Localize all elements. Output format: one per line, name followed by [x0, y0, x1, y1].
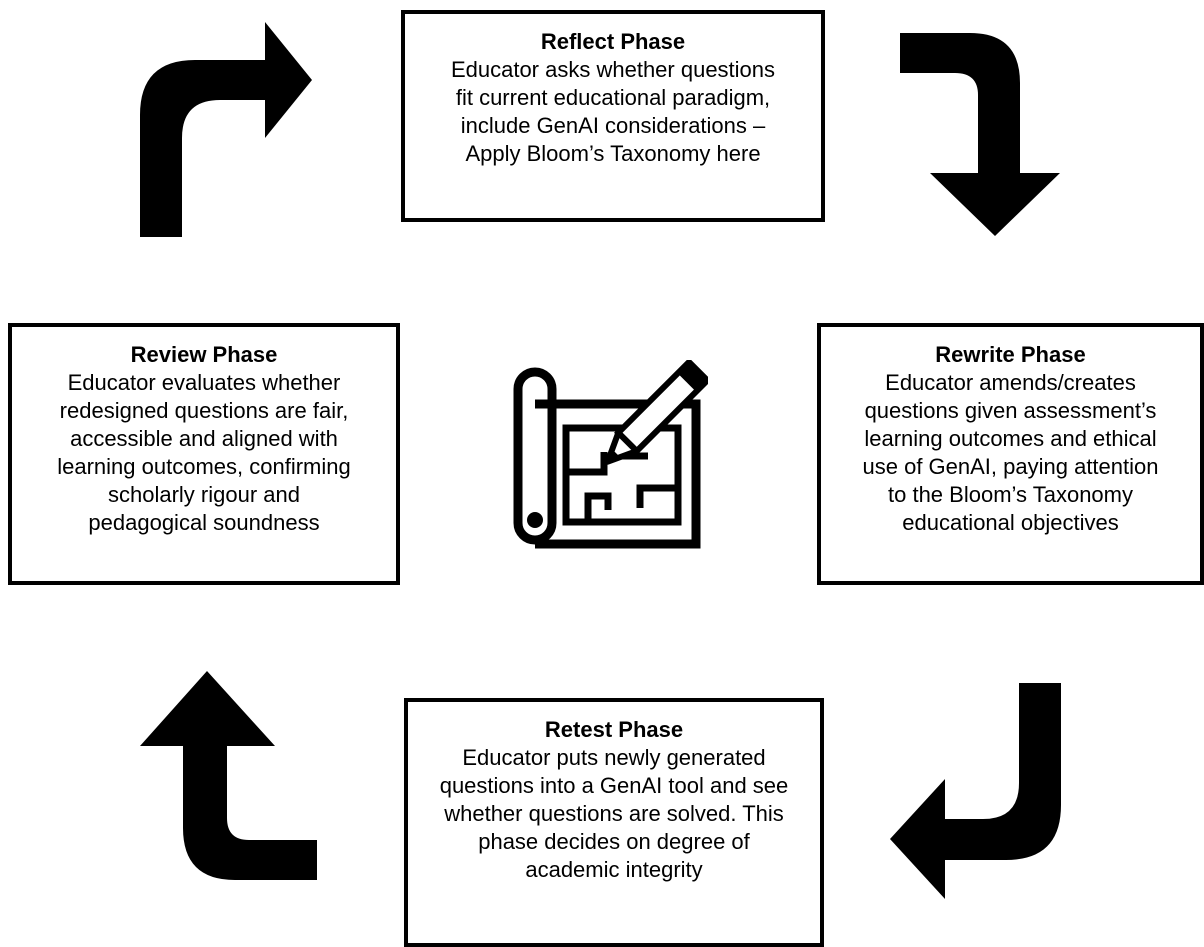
- blueprint-with-pencil-icon: [513, 360, 708, 549]
- retest-phase-text-line: Educator puts newly generated: [462, 745, 766, 770]
- bent-arrow-left-icon: [890, 683, 1061, 899]
- bent-arrow-down-icon: [900, 33, 1060, 236]
- bent-arrow-up-icon: [140, 671, 317, 880]
- rewrite-phase-text-line: to the Bloom’s Taxonomy: [888, 482, 1133, 507]
- retest-phase-text-line: phase decides on degree of: [478, 829, 750, 854]
- rewrite-phase-text-line: learning outcomes and ethical: [864, 426, 1157, 451]
- reflect-phase-text-line: include GenAI considerations –: [460, 113, 766, 138]
- reflect-phase-text-line: Educator asks whether questions: [450, 57, 776, 82]
- review-phase-text-line: pedagogical soundness: [88, 510, 320, 535]
- review-phase-text-line: scholarly rigour and: [108, 482, 300, 507]
- review-phase-text-line: Educator evaluates whether: [67, 370, 341, 395]
- reflect-phase-text-line: Apply Bloom’s Taxonomy here: [465, 141, 761, 166]
- review-phase-text-line: learning outcomes, confirming: [57, 454, 351, 479]
- review-phase-text-line: redesigned questions are fair,: [59, 398, 349, 423]
- retest-phase-text-line: whether questions are solved. This: [444, 801, 784, 826]
- review-phase-text-line: accessible and aligned with: [70, 426, 338, 451]
- reflect-phase-text-line: fit current educational paradigm,: [455, 85, 771, 110]
- rewrite-phase-title: Rewrite Phase: [935, 342, 1086, 367]
- retest-phase-text-line: academic integrity: [525, 857, 703, 882]
- retest-phase-title: Retest Phase: [544, 717, 684, 742]
- retest-phase-text-line: questions into a GenAI tool and see: [439, 773, 789, 798]
- bent-arrow-right-icon: [140, 22, 312, 237]
- review-phase-title: Review Phase: [130, 342, 278, 367]
- review-phase-box: Review Phase Educator evaluates whether …: [8, 323, 400, 585]
- rewrite-phase-text-line: educational objectives: [902, 510, 1119, 535]
- retest-phase-box: Retest Phase Educator puts newly generat…: [404, 698, 824, 947]
- rewrite-phase-box: Rewrite Phase Educator amends/creates qu…: [817, 323, 1204, 585]
- rewrite-phase-text-line: questions given assessment’s: [864, 398, 1157, 423]
- reflect-phase-box: Reflect Phase Educator asks whether ques…: [401, 10, 825, 222]
- rewrite-phase-text-line: Educator amends/creates: [885, 370, 1136, 395]
- reflect-phase-title: Reflect Phase: [540, 29, 686, 54]
- rewrite-phase-text-line: use of GenAI, paying attention: [862, 454, 1159, 479]
